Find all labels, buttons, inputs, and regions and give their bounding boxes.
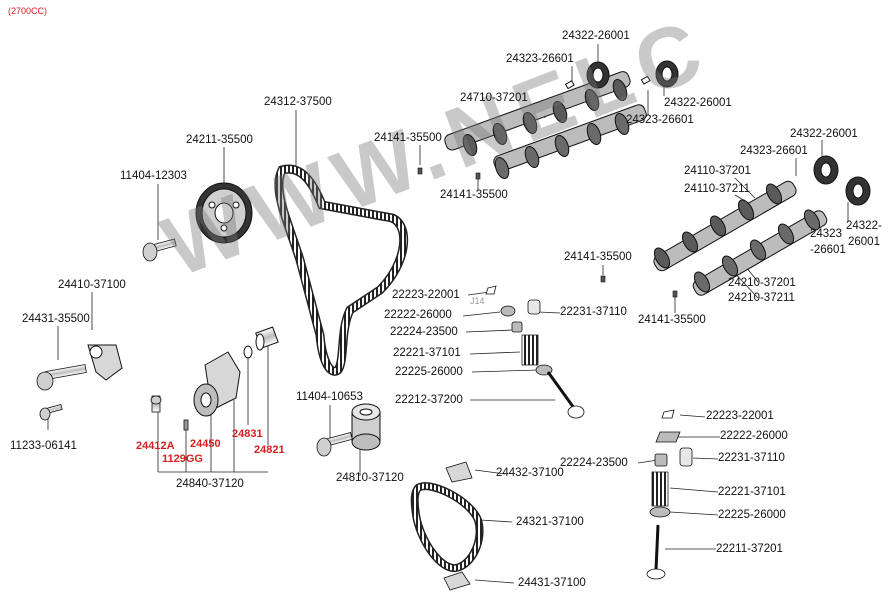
- idler-bolt: [316, 432, 353, 457]
- part-label[interactable]: 22223-22001: [392, 289, 460, 301]
- camshaft-right-b: [692, 209, 828, 296]
- part-label[interactable]: 11404-12303: [120, 170, 187, 182]
- part-label[interactable]: 24323-26601: [506, 53, 574, 65]
- camshaft-upper-seals: [564, 60, 679, 90]
- part-label[interactable]: 24312-37500: [264, 96, 332, 108]
- valve-train-lower: [646, 409, 693, 580]
- timing-belt: [274, 164, 409, 376]
- part-label[interactable]: 22222-26000: [384, 309, 452, 321]
- part-label[interactable]: 24431-35500: [22, 313, 90, 325]
- tensioner-assembly: [193, 326, 279, 417]
- part-label-highlight[interactable]: 24450: [190, 438, 221, 450]
- part-label[interactable]: 24210-37211: [728, 292, 795, 304]
- part-label[interactable]: 22212-37200: [395, 394, 463, 406]
- woodruff-keys: [417, 167, 678, 298]
- part-label[interactable]: 22221-37101: [393, 347, 461, 359]
- part-label[interactable]: 22225-26000: [718, 509, 786, 521]
- part-label[interactable]: 22224-23500: [390, 326, 458, 338]
- part-label[interactable]: 24322-26001: [790, 128, 858, 140]
- part-label-highlight[interactable]: 24821: [254, 444, 285, 456]
- part-label[interactable]: 24323-26601: [626, 114, 694, 126]
- tensioner-arm: [87, 344, 123, 381]
- part-label[interactable]: 24432-37100: [496, 467, 564, 479]
- part-label[interactable]: 24110-37201: [684, 165, 751, 177]
- part-label[interactable]: 24141-35500: [564, 251, 632, 263]
- part-label[interactable]: 24322-26001: [562, 30, 630, 42]
- part-label[interactable]: 24141-35500: [440, 189, 508, 201]
- part-label[interactable]: 24110-37211: [684, 183, 751, 195]
- part-label[interactable]: 22222-26000: [720, 430, 788, 442]
- part-label[interactable]: -26601: [810, 244, 846, 256]
- part-label[interactable]: 24431-37100: [518, 577, 586, 589]
- part-label[interactable]: 22211-37201: [716, 543, 783, 555]
- tensioner-bolts: [150, 395, 189, 431]
- part-label[interactable]: 24210-37201: [728, 277, 796, 289]
- timing-chain: [410, 482, 484, 572]
- idler-pulley: [351, 403, 381, 451]
- valve-train-upper: [485, 285, 585, 419]
- part-label[interactable]: 24840-37120: [176, 478, 244, 490]
- part-label[interactable]: 22224-23500: [560, 457, 628, 469]
- camshaft-upper-b: [493, 104, 647, 180]
- part-label[interactable]: 22223-22001: [706, 410, 774, 422]
- part-label-highlight[interactable]: 1129GG: [162, 453, 203, 465]
- part-label[interactable]: 26001: [848, 236, 880, 248]
- camshaft-upper-a: [444, 71, 631, 157]
- chain-guides: [443, 461, 473, 591]
- part-label[interactable]: 24211-35500: [186, 134, 253, 146]
- part-label[interactable]: 22231-37110: [560, 306, 627, 318]
- part-label[interactable]: 24323: [810, 228, 842, 240]
- part-label[interactable]: 24141-35500: [638, 314, 706, 326]
- part-label-highlight[interactable]: 24412A: [136, 440, 175, 452]
- part-label[interactable]: 24710-37201: [460, 92, 528, 104]
- engine-displacement-label: (2700CC): [8, 6, 48, 16]
- camshaft-right-seals: [813, 155, 871, 206]
- part-label[interactable]: 24322-: [846, 220, 882, 232]
- part-label[interactable]: 24810-37120: [336, 472, 404, 484]
- part-label[interactable]: 11233-06141: [10, 440, 77, 452]
- part-label[interactable]: 24323-26601: [740, 145, 808, 157]
- part-label[interactable]: 22225-26000: [395, 366, 463, 378]
- part-label[interactable]: 22231-37110: [718, 452, 785, 464]
- part-label[interactable]: 24410-37100: [58, 279, 126, 291]
- sprocket-bolt: [142, 238, 177, 262]
- part-label[interactable]: 22221-37101: [718, 486, 786, 498]
- part-label[interactable]: 24141-35500: [374, 132, 442, 144]
- diagram-marker: J14: [470, 296, 485, 306]
- part-label[interactable]: 24321-37100: [516, 516, 584, 528]
- part-label[interactable]: 11404-10653: [296, 391, 363, 403]
- camshaft-sprocket: [195, 182, 253, 244]
- small-bolt-11233: [39, 404, 63, 421]
- part-label-highlight[interactable]: 24831: [232, 428, 263, 440]
- tensioner-arm-bolt: [36, 364, 87, 391]
- part-label[interactable]: 24322-26001: [664, 97, 732, 109]
- camshaft-right-a: [653, 180, 797, 272]
